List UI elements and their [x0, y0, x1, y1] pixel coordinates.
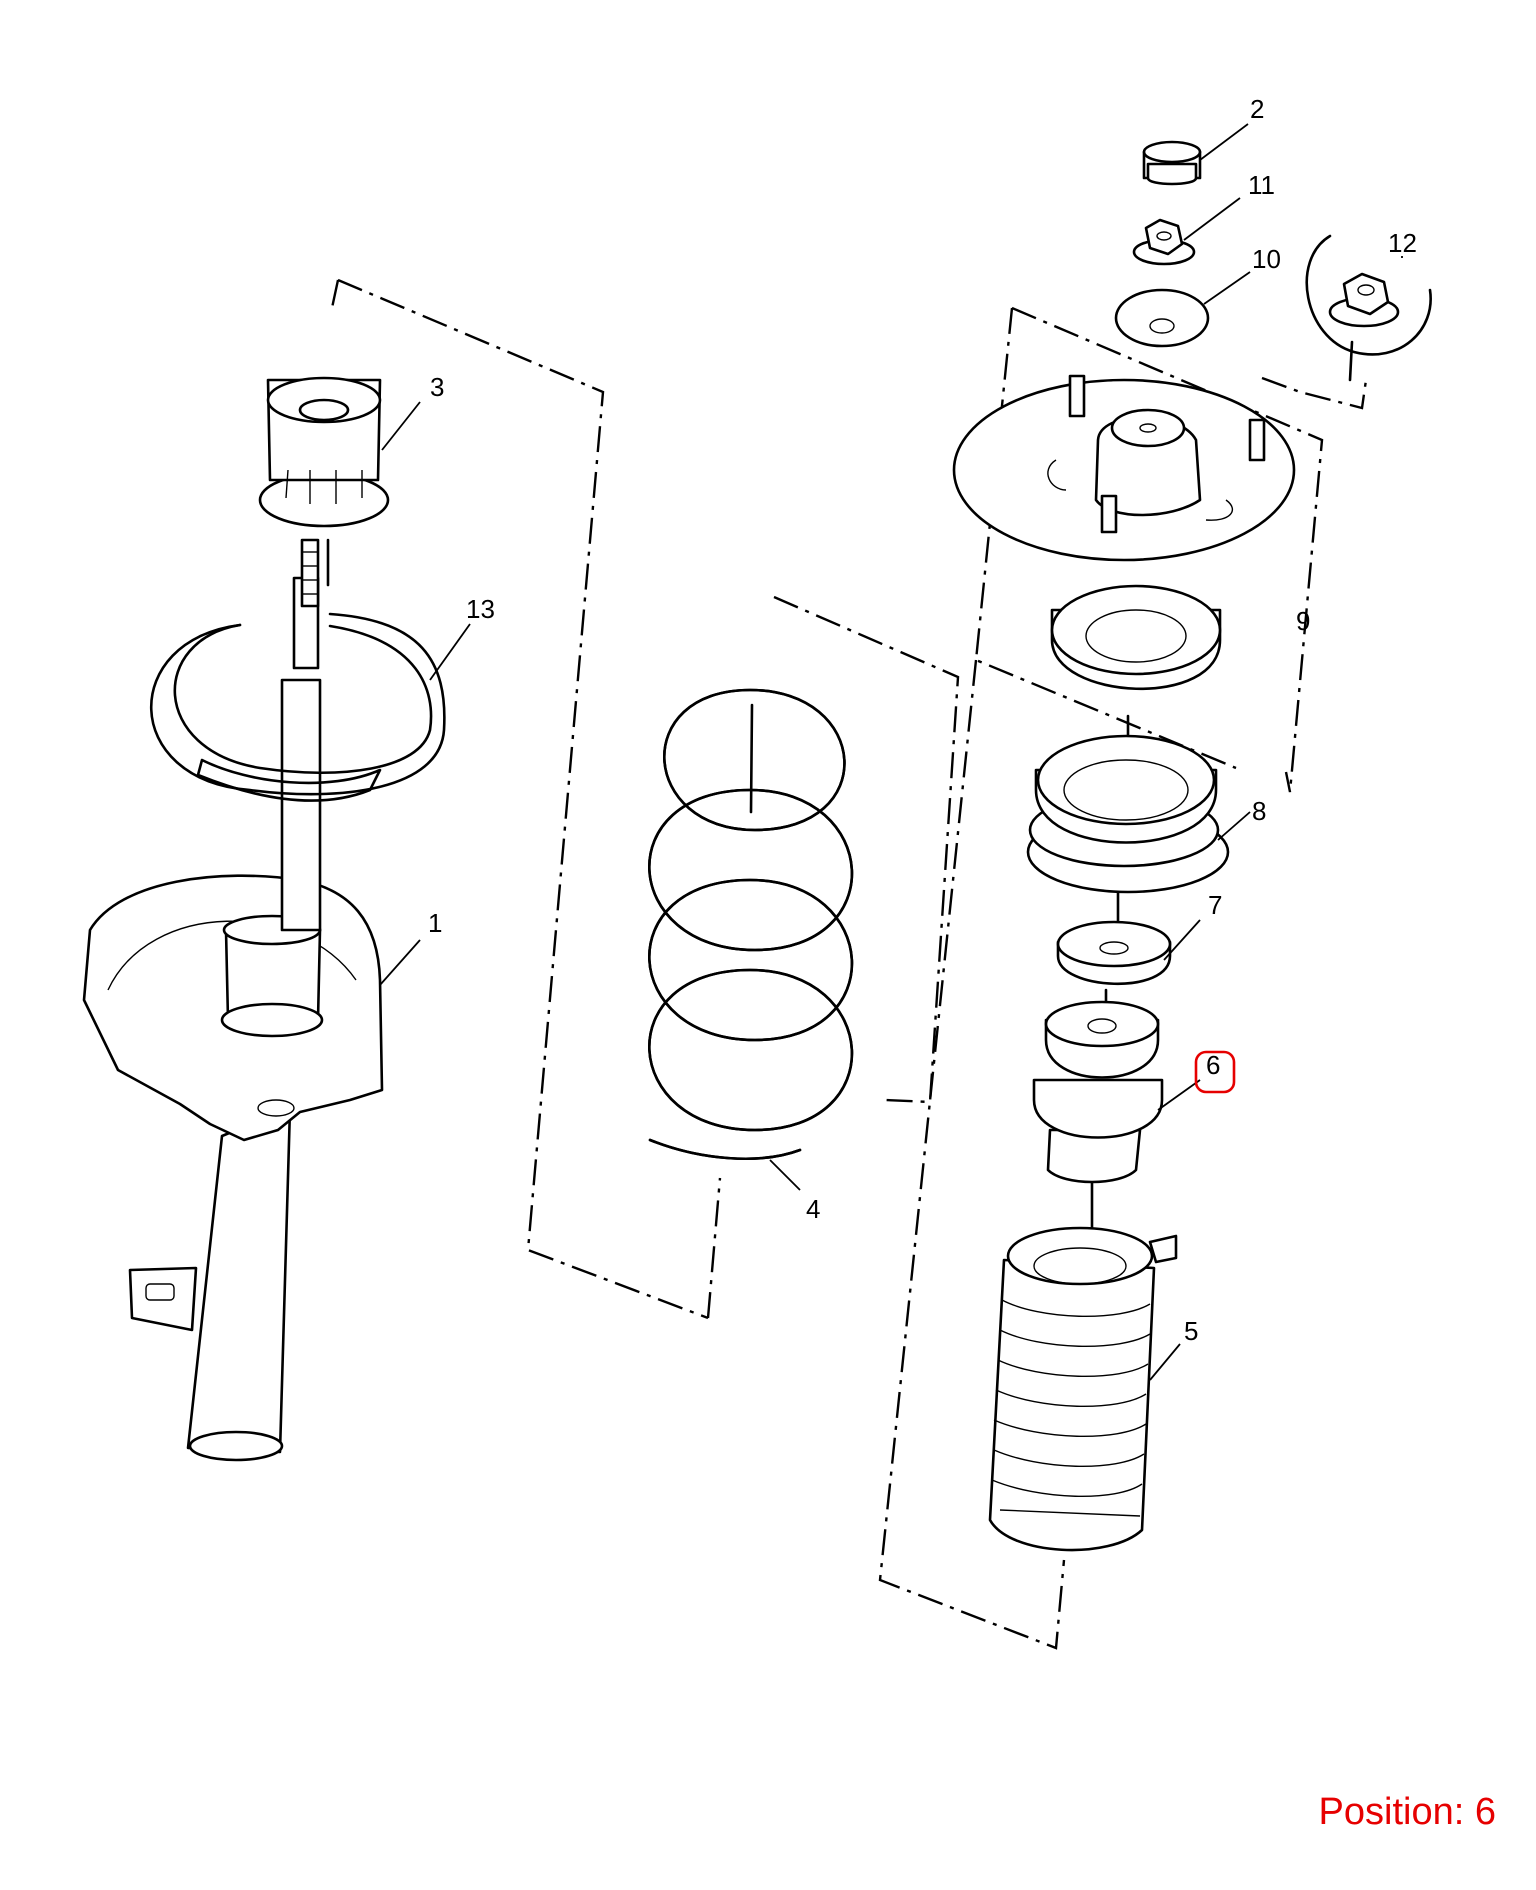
highlight-box [1194, 1050, 1236, 1094]
callout-2: 2 [1250, 94, 1264, 124]
top-mount-bush [258, 376, 390, 528]
strut-assembly [82, 538, 384, 1462]
callout-3: 3 [430, 372, 444, 402]
dust-cap [1142, 140, 1202, 186]
leader-lines [379, 123, 1403, 1381]
callout-7: 7 [1208, 890, 1222, 920]
group-frame-left [330, 278, 709, 1320]
callout-1: 1 [428, 908, 442, 938]
callout-4: 4 [806, 1194, 820, 1224]
callout-9: 9 [1296, 606, 1310, 636]
callouts: 1 2 3 4 5 6 7 8 9 10 11 12 13 [428, 94, 1417, 1346]
flange-nut-12 [1305, 234, 1432, 356]
position-label: Position: 6 [1318, 1791, 1496, 1833]
nut-11 [1132, 218, 1196, 266]
group-frame-spring [706, 595, 960, 1319]
coil-spring [648, 688, 854, 1161]
callout-10: 10 [1252, 244, 1281, 274]
bump-stop-6 [1032, 1000, 1164, 1184]
callout-11: 11 [1248, 170, 1275, 200]
callout-13: 13 [466, 594, 495, 624]
washer-7 [1056, 920, 1172, 986]
dust-boot-5 [988, 1226, 1178, 1552]
washer-10 [1114, 288, 1210, 348]
callout-12: 12 [1388, 228, 1417, 258]
callout-5: 5 [1184, 1316, 1198, 1346]
bearing-ring-upper [1050, 584, 1222, 691]
callout-6: 6 [1206, 1050, 1220, 1080]
insulator-ring [149, 612, 446, 802]
spring-seat-8 [1026, 734, 1230, 894]
callout-8: 8 [1252, 796, 1266, 826]
top-mount-plate [952, 374, 1296, 562]
